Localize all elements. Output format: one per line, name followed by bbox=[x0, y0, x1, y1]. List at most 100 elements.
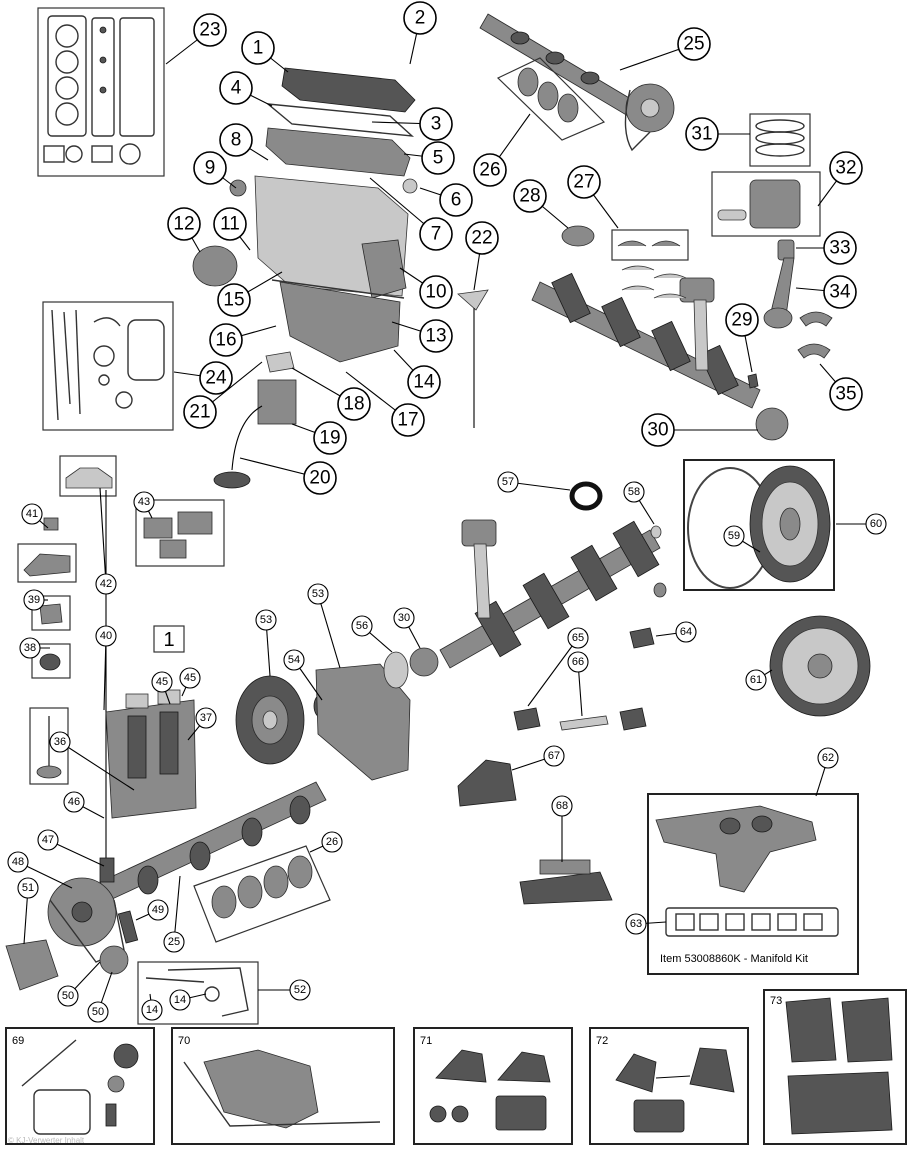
callout-number: 51 bbox=[22, 882, 34, 894]
callout-34: 34 bbox=[823, 275, 857, 309]
callout-number: 14 bbox=[146, 1004, 158, 1016]
callout-24: 24 bbox=[199, 361, 233, 395]
callout-number: 43 bbox=[138, 496, 150, 508]
callout-circle bbox=[169, 989, 191, 1011]
callout-circle bbox=[313, 421, 347, 455]
panel-73-frame bbox=[763, 989, 907, 1145]
callout-number: 60 bbox=[870, 518, 882, 530]
callout-14: 14 bbox=[141, 999, 163, 1021]
callout-number: 10 bbox=[425, 282, 446, 303]
callout-circle bbox=[289, 979, 311, 1001]
callout-number: 48 bbox=[12, 856, 24, 868]
part-1-reference-label: 1 bbox=[163, 629, 174, 651]
callout-number: 3 bbox=[431, 114, 442, 135]
callout-circle bbox=[179, 667, 201, 689]
callout-number: 26 bbox=[326, 836, 338, 848]
callout-circle bbox=[403, 1, 437, 35]
oil-filter bbox=[192, 245, 238, 287]
callout-46: 46 bbox=[63, 791, 85, 813]
callout-50: 50 bbox=[87, 1001, 109, 1023]
callout-56: 56 bbox=[351, 615, 373, 637]
callout-number: 53 bbox=[260, 614, 272, 626]
hydraulic-lifter bbox=[99, 857, 115, 883]
callout-number: 30 bbox=[647, 420, 668, 441]
callout-number: 64 bbox=[680, 626, 692, 638]
rocker-arm bbox=[23, 553, 71, 577]
rear-main-seal bbox=[569, 481, 603, 511]
timing-cover-lower bbox=[315, 663, 411, 781]
callout-number: 5 bbox=[433, 148, 444, 169]
callout-15: 15 bbox=[217, 283, 251, 317]
callout-9: 9 bbox=[193, 151, 227, 185]
callout-number: 34 bbox=[829, 282, 851, 303]
flexplate-hub bbox=[807, 653, 833, 679]
callout-number: 33 bbox=[829, 238, 850, 259]
callout-number: 39 bbox=[28, 594, 40, 606]
valve-cover bbox=[281, 67, 416, 113]
callout-circle bbox=[823, 231, 857, 265]
callout-number: 9 bbox=[205, 158, 216, 179]
panel-71-mount-kit bbox=[429, 1049, 551, 1131]
callout-7: 7 bbox=[419, 217, 453, 251]
cam-bearing-set-lower-frame bbox=[193, 845, 331, 943]
callout-circle bbox=[209, 323, 243, 357]
callout-circle bbox=[147, 899, 169, 921]
leader-line-40 bbox=[103, 635, 107, 711]
cam-bearings-lower bbox=[211, 855, 313, 919]
callout-number: 15 bbox=[223, 290, 244, 311]
callout-41: 41 bbox=[21, 503, 43, 525]
callout-number: 2 bbox=[415, 8, 426, 29]
callout-number: 57 bbox=[502, 476, 514, 488]
oil-pump bbox=[257, 379, 297, 425]
watermark-text: © KJ-Verwerter Inhalt bbox=[8, 1136, 85, 1145]
callout-circle bbox=[439, 183, 473, 217]
rocker-pivot bbox=[43, 517, 59, 531]
callout-circle bbox=[213, 207, 247, 241]
callout-53: 53 bbox=[255, 609, 277, 631]
callout-number: 56 bbox=[356, 620, 368, 632]
callout-number: 53 bbox=[312, 588, 324, 600]
callout-number: 66 bbox=[572, 656, 584, 668]
callout-circle bbox=[303, 461, 337, 495]
mount-bushing-right bbox=[619, 707, 647, 731]
leader-line-36 bbox=[59, 741, 135, 791]
callout-21: 21 bbox=[183, 395, 217, 429]
valve-head bbox=[36, 765, 62, 779]
callout-number: 6 bbox=[451, 190, 462, 211]
motor-mount-insulator bbox=[629, 627, 655, 649]
callout-circle bbox=[193, 13, 227, 47]
pilot-bearing bbox=[650, 525, 662, 539]
dipstick-handle bbox=[457, 289, 489, 311]
callout-number: 45 bbox=[184, 672, 196, 684]
callout-48: 48 bbox=[7, 851, 29, 873]
callout-number: 7 bbox=[431, 224, 442, 245]
callout-57: 57 bbox=[497, 471, 519, 493]
panel-69-frame bbox=[5, 1027, 155, 1145]
oil-pan bbox=[279, 281, 401, 363]
piston-illustration bbox=[717, 179, 801, 229]
manifold-gasket bbox=[665, 907, 839, 937]
callout-circle bbox=[675, 621, 697, 643]
callout-circle bbox=[419, 275, 453, 309]
harmonic-balancer bbox=[235, 675, 305, 765]
callout-37: 37 bbox=[195, 707, 217, 729]
timing-cover bbox=[361, 239, 407, 299]
callout-circle bbox=[567, 651, 589, 673]
callout-25: 25 bbox=[163, 931, 185, 953]
callout-number: 21 bbox=[189, 402, 210, 423]
callout-number: 25 bbox=[683, 34, 704, 55]
callout-circle bbox=[7, 851, 29, 873]
rocker-bridge bbox=[65, 467, 113, 489]
callout-number: 20 bbox=[309, 468, 330, 489]
callout-52: 52 bbox=[289, 979, 311, 1001]
callout-number: 59 bbox=[728, 530, 740, 542]
valve-spring-retainer-frame bbox=[31, 643, 71, 679]
callout-number: 61 bbox=[750, 674, 762, 686]
callout-circle bbox=[57, 985, 79, 1007]
callout-19: 19 bbox=[313, 421, 347, 455]
panel-number-72: 72 bbox=[596, 1035, 608, 1047]
callout-number: 24 bbox=[205, 368, 227, 389]
callout-53: 53 bbox=[307, 583, 329, 605]
callout-circle bbox=[543, 745, 565, 767]
panel-number-73: 73 bbox=[770, 995, 782, 1007]
